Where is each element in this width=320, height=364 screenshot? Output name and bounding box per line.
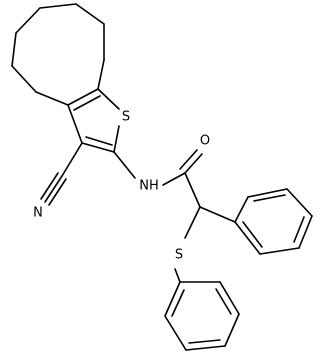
nitrile-group bbox=[40, 142, 83, 206]
carbonyl-oxygen-label: O bbox=[200, 134, 210, 149]
nitrile-nitrogen-label: N bbox=[33, 206, 43, 221]
alpha-phenyl-bond bbox=[199, 206, 236, 223]
thioether-sulfur-label: S bbox=[175, 248, 183, 263]
thiophene-ring bbox=[67, 88, 120, 153]
amide-group bbox=[113, 149, 203, 208]
thioether-link bbox=[174, 206, 201, 283]
phenyl-ring-right bbox=[234, 188, 313, 255]
cyclooctane-ring bbox=[11, 3, 105, 106]
phenyl-ring-bottom bbox=[164, 281, 240, 351]
ring-sulfur-label: S bbox=[122, 110, 130, 125]
amide-nitrogen-label: NH bbox=[139, 179, 159, 194]
